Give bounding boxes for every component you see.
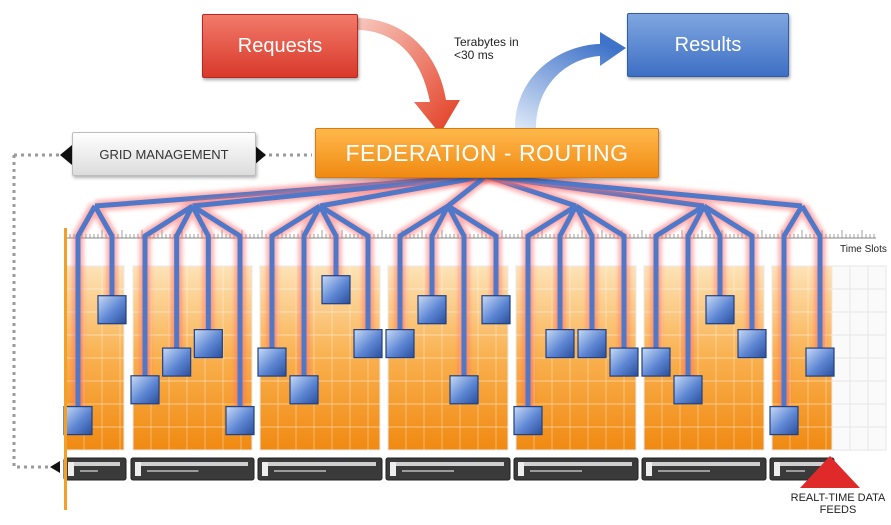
grid-management-label: GRID MANAGEMENT xyxy=(99,146,229,162)
grid-left-arrowhead xyxy=(60,145,72,165)
server-racks xyxy=(63,457,835,481)
results-box: Results xyxy=(627,13,789,77)
realtime-feeds-label: REALT-TIME DATA FEEDS xyxy=(790,492,886,516)
node-4-slot-marker xyxy=(449,375,479,405)
node-5-server xyxy=(513,457,639,481)
node-7-server-handle xyxy=(774,462,780,476)
node-7-slot-marker xyxy=(805,347,835,377)
node-4-slot-marker xyxy=(481,295,511,325)
node-2-slot-marker xyxy=(225,406,255,436)
node-4-server-handle xyxy=(390,462,396,476)
node-6-slot-marker xyxy=(737,329,767,359)
node-5-slot-marker xyxy=(545,329,575,359)
node-6-server-handle xyxy=(646,462,652,476)
node-2-link xyxy=(142,173,487,421)
results-label: Results xyxy=(674,33,742,56)
node-3-link xyxy=(269,173,487,390)
node-2-server-bay xyxy=(137,462,248,466)
time-slots-label: Time Slots xyxy=(840,244,887,255)
node-1-slot-marker xyxy=(63,406,93,436)
node-5-server-bay xyxy=(520,462,632,466)
node-3-slot-marker xyxy=(353,329,383,359)
node-2-server-handle xyxy=(135,462,141,476)
federation-routing-box: FEDERATION - ROUTING xyxy=(315,128,659,178)
requests-label: Requests xyxy=(237,34,323,57)
node-6-slot-marker xyxy=(705,295,735,325)
node-3-slot-marker xyxy=(289,375,319,405)
node-6-slot-marker xyxy=(673,375,703,405)
grid-management-box: GRID MANAGEMENT xyxy=(72,132,256,176)
node-4-slot-marker xyxy=(385,329,415,359)
node-2-server xyxy=(130,457,255,481)
grid-management-link xyxy=(12,153,312,469)
node-2-slot-marker xyxy=(193,329,223,359)
node-5-slot-marker xyxy=(513,406,543,436)
terabytes-note: Terabytes in <30 ms xyxy=(454,35,519,62)
node-5-slot-marker xyxy=(609,347,639,377)
federation-label: FEDERATION - ROUTING xyxy=(345,139,629,166)
node-7-link xyxy=(485,173,823,421)
node-3-server-bay xyxy=(264,462,376,466)
node-3-server-handle xyxy=(262,462,268,476)
routing-links xyxy=(72,170,826,421)
node-2-slot-marker xyxy=(130,375,160,405)
requests-arrow xyxy=(356,18,460,134)
node-3-server xyxy=(257,457,383,481)
node-5-link xyxy=(485,173,627,421)
node-4-server xyxy=(385,457,511,481)
node-4-link xyxy=(397,174,499,390)
node-7-slot-marker xyxy=(769,406,799,436)
node-5-slot-marker xyxy=(577,329,607,359)
node-3-slot-marker xyxy=(321,275,351,305)
node-1-slot-marker xyxy=(97,295,127,325)
orange-left-bar xyxy=(64,228,67,510)
node-5-server-handle xyxy=(518,462,524,476)
node-6-slot-marker xyxy=(641,347,671,377)
realtime-feed-triangle xyxy=(800,456,860,488)
node-4-slot-marker xyxy=(417,295,447,325)
node-4-server-bay xyxy=(392,462,504,466)
node-2-slot-marker xyxy=(162,347,192,377)
node-7-server-bay xyxy=(776,462,828,466)
node-3-slot-marker xyxy=(257,347,287,377)
requests-box: Requests xyxy=(202,14,358,78)
grid-right-arrowhead xyxy=(254,145,266,165)
node-6-server xyxy=(641,457,767,481)
node-1-server-bay xyxy=(70,462,120,466)
left-bottom-arrowhead xyxy=(50,461,60,473)
node-1-server-handle xyxy=(68,462,74,476)
node-6-server-bay xyxy=(648,462,760,466)
time-slot-markers xyxy=(63,275,835,436)
results-arrow xyxy=(515,32,626,128)
